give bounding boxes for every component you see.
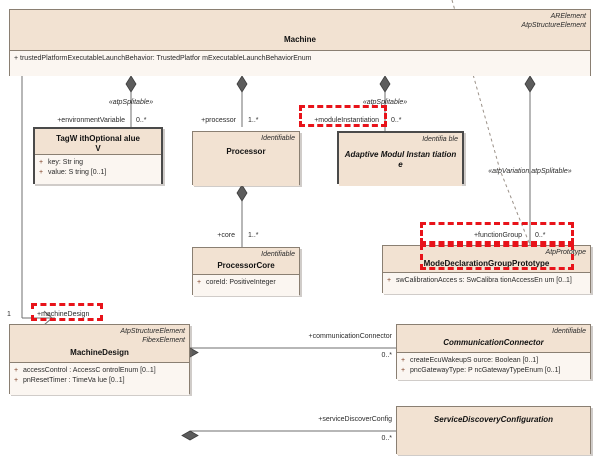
class-processor-core-name: ProcessorCore xyxy=(217,261,275,270)
highlight-function-group-role xyxy=(420,222,574,244)
class-processor-name: Processor xyxy=(226,147,266,156)
class-adaptive-module-instantiation-name: Adaptive Modul Instan tiation xyxy=(344,150,457,159)
composition-diamond-environment-variable xyxy=(125,75,137,93)
class-processor-stereotype-0: Identifiable xyxy=(261,135,295,142)
class-machine-attribute-0: + trustedPlatformExecutableLaunchBehavio… xyxy=(14,55,312,62)
class-processor-core[interactable]: Identifiable ProcessorCore +coreId: Posi… xyxy=(192,247,300,296)
composition-diamond-service-discovery xyxy=(181,430,199,441)
class-machine-design-attribute-1: +pnResetTimer : TimeVa lue [0..1] xyxy=(14,377,125,384)
label-communication-connector-multiplicity: 0..* xyxy=(381,352,392,359)
atp-variation-dashed-line xyxy=(451,0,531,246)
label-processor-role: +processor xyxy=(201,117,236,124)
highlight-module-instantiation-role xyxy=(299,105,387,127)
highlight-machine-design-role xyxy=(31,303,103,321)
class-service-discovery-configuration[interactable]: ServiceDiscoveryConfiguration xyxy=(396,406,591,455)
class-communication-connector-name: CommunicationConnector xyxy=(443,338,544,347)
class-tag-with-optional-value-attribute-0: +key: Str ing xyxy=(39,159,84,166)
class-machine-design[interactable]: AtpStructureElement FibexElement Machine… xyxy=(9,324,190,395)
class-mode-declaration-group-prototype-attribute-0: +swCalibrationAcces s: SwCalibra tionAcc… xyxy=(387,277,572,284)
class-machine[interactable]: ARElement AtpStructureElement Machine + … xyxy=(9,9,591,76)
label-communication-connector-role: +communicationConnector xyxy=(308,333,392,340)
class-communication-connector-stereotype-0: Identifiable xyxy=(552,328,586,335)
label-atp-variation-stereotype: «atpVariation,atpSplitable» xyxy=(488,168,572,175)
class-adaptive-module-instantiation-stereotype-0: Identifia ble xyxy=(422,136,458,143)
composition-diamond-processor xyxy=(236,75,248,93)
class-machine-design-stereotype-0: AtpStructureElement xyxy=(120,328,185,335)
class-tag-with-optional-value-attribute-1: +value: S tring [0..1] xyxy=(39,169,107,176)
class-machine-stereotype-0: ARElement xyxy=(550,13,586,20)
label-machine-design-multiplicity: 1 xyxy=(7,311,11,318)
label-service-discover-config-multiplicity: 0..* xyxy=(381,435,392,442)
class-tag-with-optional-value-name-line2: V xyxy=(95,143,101,153)
label-environment-variable-stereotype: «atpSplitable» xyxy=(108,99,154,106)
class-tag-with-optional-value[interactable]: TagW ithOptional alue V +key: Str ing +v… xyxy=(33,127,163,184)
label-machine-design-role: +machineDesign xyxy=(37,311,90,318)
label-function-group-role: +functionGroup xyxy=(473,232,522,239)
label-service-discover-config-role: +serviceDiscoverConfig xyxy=(318,416,392,423)
class-adaptive-module-instantiation[interactable]: Identifia ble Adaptive Modul Instan tiat… xyxy=(337,131,464,186)
class-communication-connector-attribute-0: +createEcuWakeupS ource: Boolean [0..1] xyxy=(401,357,539,364)
class-mode-declaration-group-prototype-stereotype-0: AtpPrototype xyxy=(545,249,586,256)
label-processor-multiplicity: 1..* xyxy=(248,117,259,124)
label-core-role: +core xyxy=(217,232,235,239)
label-core-multiplicity: 1..* xyxy=(248,232,259,239)
class-communication-connector[interactable]: Identifiable CommunicationConnector +cre… xyxy=(396,324,591,380)
highlight-mode-declaration-group-prototype-name xyxy=(420,244,574,270)
class-processor[interactable]: Identifiable Processor xyxy=(192,131,300,186)
class-communication-connector-attribute-1: +pncGatewayType: P ncGatewayTypeEnum [0.… xyxy=(401,367,561,374)
class-processor-core-stereotype-0: Identifiable xyxy=(261,251,295,258)
class-machine-design-attribute-0: +accessControl : AccessC ontrolEnum [0..… xyxy=(14,367,156,374)
class-mode-declaration-group-prototype-name: ModeDeclarationGroupPrototype xyxy=(423,259,550,268)
composition-diamond-module-instantiation xyxy=(379,75,391,93)
label-module-instantiation-multiplicity: 0..* xyxy=(391,117,402,124)
class-machine-name: Machine xyxy=(283,35,316,44)
class-adaptive-module-instantiation-name-line2: e xyxy=(398,159,403,169)
label-module-instantiation-stereotype: «atpSplitable» xyxy=(362,99,408,106)
class-processor-core-attribute-0: +coreId: PositiveInteger xyxy=(197,279,276,286)
label-environment-variable-role: +environmentVariable xyxy=(57,117,125,124)
composition-diamond-core xyxy=(236,184,248,202)
label-environment-variable-multiplicity: 0..* xyxy=(136,117,147,124)
class-machine-stereotype-1: AtpStructureElement xyxy=(521,22,586,29)
class-tag-with-optional-value-name: TagW ithOptional alue xyxy=(56,134,140,143)
label-module-instantiation-role: +moduleInstantiation xyxy=(314,117,379,124)
class-machine-design-stereotype-1: FibexElement xyxy=(142,337,185,344)
composition-diamond-function-group xyxy=(524,75,536,93)
class-service-discovery-configuration-name: ServiceDiscoveryConfiguration xyxy=(433,415,554,424)
label-function-group-multiplicity: 0..* xyxy=(535,232,546,239)
class-machine-design-name: MachineDesign xyxy=(70,348,129,357)
